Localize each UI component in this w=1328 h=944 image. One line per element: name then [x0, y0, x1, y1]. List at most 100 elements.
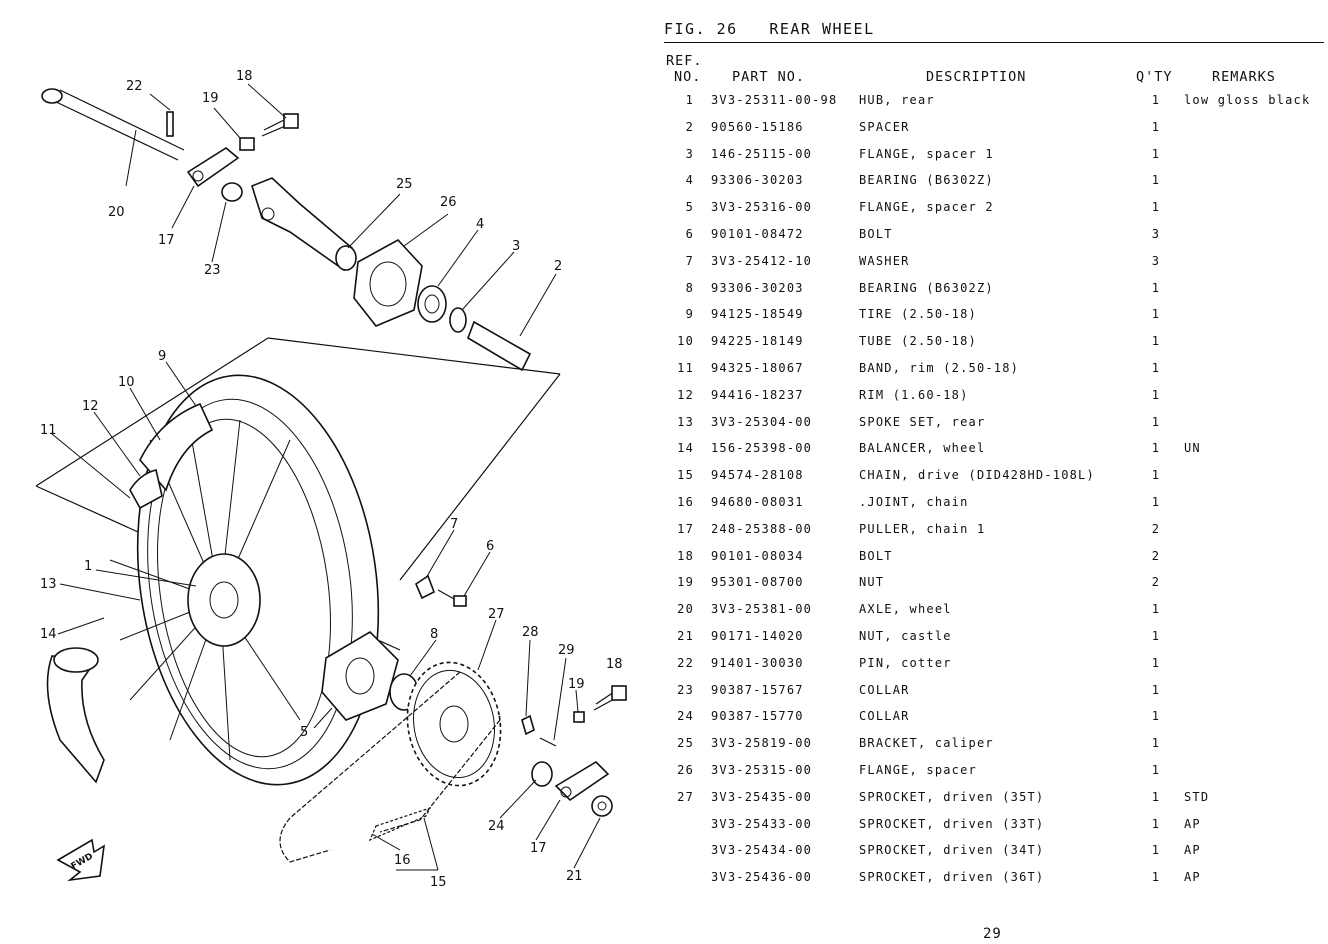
ref-number: 1	[685, 93, 694, 107]
washer-part	[415, 574, 436, 600]
quantity: 1	[1151, 200, 1161, 215]
callout-10: 10	[118, 375, 135, 390]
part-number: 3V3-25412-10	[711, 253, 813, 268]
callout-24: 24	[488, 819, 505, 834]
callout-14: 14	[40, 627, 57, 642]
callout-18: 18	[236, 69, 253, 84]
description: BRACKET, caliper	[859, 736, 994, 751]
description: BOLT	[859, 226, 893, 241]
callout-2: 2	[554, 259, 562, 274]
callout-3: 3	[512, 239, 520, 254]
description: CHAIN, drive (DID428HD-108L)	[859, 468, 1095, 483]
part-number: 3V3-25819-00	[711, 736, 813, 751]
bolt-lower-part	[593, 685, 627, 711]
quantity: 2	[1151, 521, 1161, 536]
description-header: DESCRIPTION	[926, 69, 1027, 85]
remarks: STD	[1184, 789, 1210, 804]
bolt-6-part	[437, 589, 467, 607]
description: BAND, rim (2.50-18)	[859, 360, 1020, 375]
description: AXLE, wheel	[859, 602, 952, 617]
description: SPROCKET, driven (33T)	[859, 816, 1045, 831]
ref-number: 4	[685, 173, 694, 188]
ref-number: 26	[677, 762, 694, 777]
part-number: 3V3-25434-00	[711, 843, 813, 858]
callout-25: 25	[396, 177, 413, 192]
ref-header-line1: REF.	[666, 53, 703, 69]
quantity: 1	[1151, 307, 1161, 322]
callout-22: 22	[126, 79, 143, 94]
quantity: 1	[1151, 387, 1161, 402]
callout-29: 29	[558, 643, 575, 658]
description: HUB, rear	[859, 93, 935, 107]
figure-title: REAR WHEEL	[769, 20, 875, 38]
ref-number: 19	[677, 575, 694, 590]
caliper-bracket-part	[251, 177, 357, 272]
ref-number: 17	[677, 521, 694, 536]
description: NUT	[859, 575, 885, 590]
quantity: 1	[1151, 628, 1161, 643]
ref-number: 12	[677, 387, 694, 402]
part-number: 94680-08031	[711, 494, 804, 509]
collar-lower-part	[531, 761, 553, 787]
callout-19: 19	[202, 91, 219, 106]
ref-number: 23	[677, 682, 694, 697]
description: BALANCER, wheel	[859, 441, 986, 456]
ref-number: 16	[677, 494, 694, 509]
description: WASHER	[859, 253, 910, 268]
ref-number: 11	[677, 360, 694, 375]
quantity: 1	[1151, 173, 1161, 188]
callout-28: 28	[522, 625, 539, 640]
part-number: 94325-18067	[711, 360, 804, 375]
remarks: AP	[1184, 870, 1201, 885]
description: PULLER, chain 1	[859, 521, 986, 536]
callout-16: 16	[394, 853, 411, 868]
callout-8: 8	[430, 627, 438, 642]
callout-6: 6	[486, 539, 494, 554]
parts-catalog: FIG. 26 REAR WHEEL REF. NO. PART NO. DES…	[664, 18, 1324, 891]
ref-number: 7	[685, 253, 694, 268]
quantity: 1	[1151, 414, 1161, 429]
description: SPROCKET, driven (36T)	[859, 870, 1045, 885]
description: TUBE (2.50-18)	[859, 334, 977, 349]
callout-18-lower: 18	[606, 657, 623, 672]
part-number: 90171-14020	[711, 628, 804, 643]
quantity: 1	[1151, 709, 1161, 724]
quantity: 1	[1151, 736, 1161, 751]
heading-rule	[664, 42, 1324, 43]
chain-puller-top-part	[186, 147, 240, 188]
part-number: 3V3-25311-00-98	[711, 93, 838, 107]
page-number: 29	[983, 926, 1002, 942]
description: SPROCKET, driven (35T)	[859, 789, 1045, 804]
callout-21: 21	[566, 869, 583, 884]
part-number: 94416-18237	[711, 387, 804, 402]
callout-4: 4	[476, 217, 484, 232]
callout-11: 11	[40, 423, 57, 438]
description: COLLAR	[859, 682, 910, 697]
quantity: 1	[1151, 360, 1161, 375]
sprocket-part	[406, 661, 502, 787]
quantity: 1	[1151, 494, 1161, 509]
part-number: 93306-30203	[711, 280, 804, 295]
callout-9: 9	[158, 349, 166, 364]
description: BOLT	[859, 548, 893, 563]
part-number: 3V3-25304-00	[711, 414, 813, 429]
callout-15: 15	[430, 875, 447, 890]
description: BEARING (B6302Z)	[859, 173, 994, 188]
quantity: 1	[1151, 334, 1161, 349]
quantity: 1	[1151, 93, 1161, 107]
quantity: 1	[1151, 789, 1161, 804]
callout-20: 20	[108, 205, 125, 220]
